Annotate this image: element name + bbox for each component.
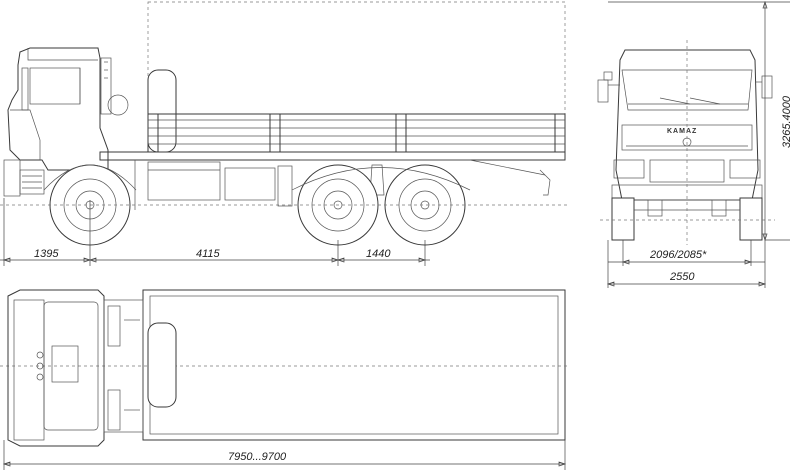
tarp-outline <box>147 1 566 115</box>
mirror <box>21 67 29 111</box>
height-label: 3265.4000 <box>781 95 793 148</box>
left-headlight <box>613 159 645 179</box>
left-mirror <box>597 79 609 103</box>
side-view <box>0 1 570 246</box>
top-view <box>0 289 570 447</box>
cab-window <box>29 67 81 105</box>
cab-body <box>7 47 109 171</box>
front-overhang-label: 1395 <box>34 248 59 260</box>
spare-wheel <box>147 69 177 153</box>
top-cargo-bed <box>142 289 566 441</box>
wheelbase-label: 4115 <box>196 248 221 260</box>
roof-hatch <box>51 345 79 383</box>
front-tyre-right <box>739 197 763 241</box>
length-label: 7950...9700 <box>228 451 287 463</box>
windshield <box>621 69 753 111</box>
front-view: KAMAZ <box>597 40 775 245</box>
air-filter <box>107 94 129 116</box>
front-cab <box>615 49 759 201</box>
length-dimension: 7950...9700 <box>2 440 567 470</box>
tow-hook <box>539 169 551 196</box>
bumper <box>3 159 21 197</box>
right-mirror <box>761 75 773 99</box>
side-dimensions: 1395 4115 1440 <box>0 198 430 266</box>
frame <box>99 151 566 161</box>
front-tyre-left <box>611 197 635 241</box>
top-cab <box>7 289 105 447</box>
width-label: 2550 <box>669 271 695 283</box>
bogie-label: 1440 <box>366 248 391 260</box>
right-headlight <box>729 159 761 179</box>
logo-text: KAMAZ <box>667 128 697 135</box>
air-intake <box>100 57 112 115</box>
track-label: 2096/2085* <box>649 249 707 261</box>
battery-box <box>224 167 276 201</box>
front-dimensions: 3265.4000 2096/2085* 2550 <box>606 0 793 288</box>
top-spare-wheel <box>147 322 177 408</box>
fuel-tank <box>147 161 221 201</box>
